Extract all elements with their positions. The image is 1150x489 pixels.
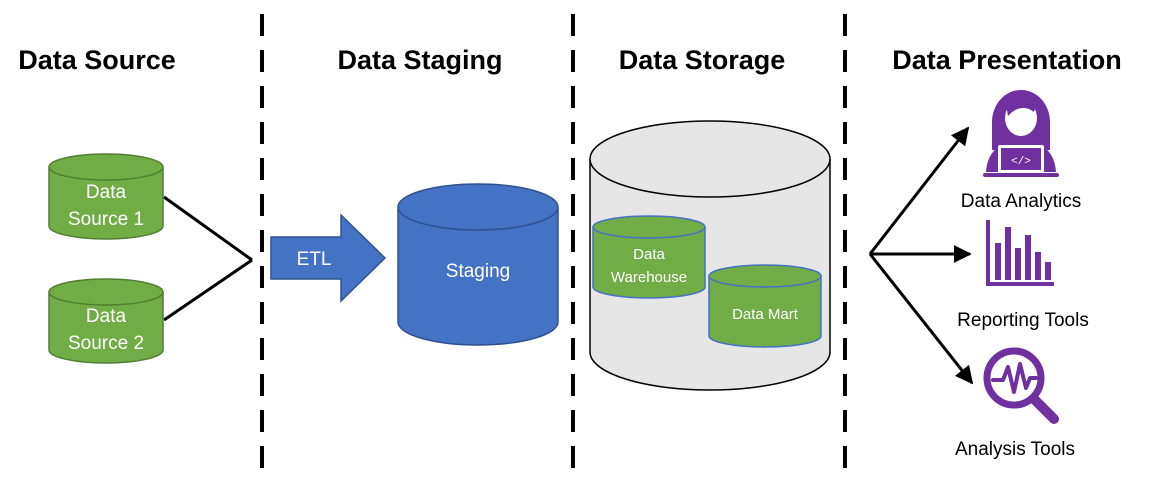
source-connectors [163,195,253,322]
analysis-tools-icon [983,347,1059,424]
data-source-1-cylinder: Data Source 1 [48,153,164,240]
data-warehouse-cylinder: Data Warehouse [592,215,706,299]
staging-cylinder: Staging [397,183,559,346]
data-warehouse-label-line2: Warehouse [611,269,687,286]
data-source-2-cylinder: Data Source 2 [48,278,164,364]
reporting-tools-icon [986,220,1054,286]
staging-label: Staging [446,261,510,282]
data-source-2-label-line1: Data [86,306,127,327]
data-analytics-icon: </> [983,90,1059,177]
etl-arrow: ETL [270,213,387,303]
etl-label: ETL [297,249,332,270]
data-warehouse-label-line1: Data [633,246,665,263]
heading-data-storage: Data Storage [619,45,786,75]
data-source-1-label-line2: Source 1 [68,209,144,230]
heading-data-source: Data Source [18,45,176,75]
presentation-arrows [868,126,974,385]
analysis-tools-label: Analysis Tools [955,439,1075,460]
heading-data-staging: Data Staging [337,45,502,75]
data-source-2-label-line2: Source 2 [68,333,144,354]
svg-text:</>: </> [1011,156,1031,168]
arrow-to-analytics [868,126,970,255]
heading-data-presentation: Data Presentation [892,45,1122,75]
data-mart-label: Data Mart [732,306,799,323]
data-source-1-label-line1: Data [86,182,127,203]
column-dividers [260,14,847,478]
data-mart-cylinder: Data Mart [708,264,822,348]
reporting-tools-label: Reporting Tools [957,310,1089,331]
data-analytics-label: Data Analytics [961,191,1081,212]
arrow-to-analysis [868,253,974,385]
